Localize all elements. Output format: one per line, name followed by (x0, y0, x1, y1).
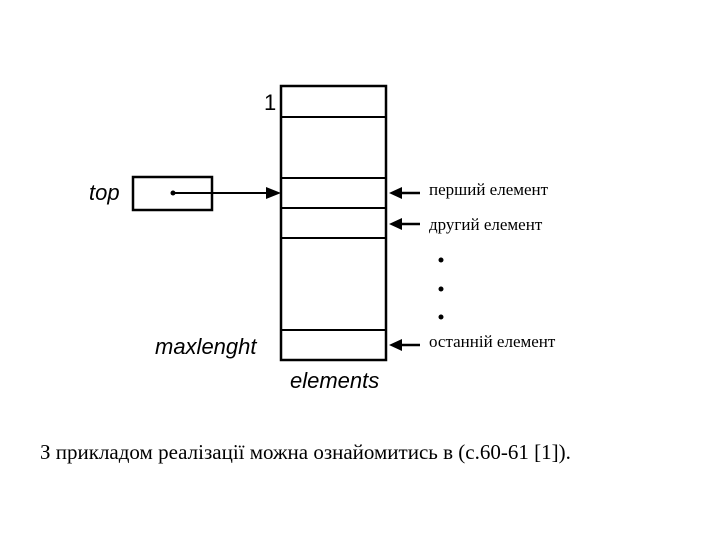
top-label: top (89, 180, 120, 205)
elements-array-box (279, 84, 388, 362)
second-element-arrowhead (389, 218, 402, 230)
first-element-label: перший елемент (429, 180, 549, 199)
top-pointer-arrowhead (266, 187, 281, 199)
elements-label: elements (290, 368, 379, 393)
ellipsis-dot (438, 257, 444, 263)
last-element-label: останній елемент (429, 332, 556, 351)
ellipsis-dot (438, 314, 444, 320)
reference-caption: З прикладом реалізації можна ознайомитис… (40, 440, 571, 464)
first-element-arrowhead (389, 187, 402, 199)
second-element-label: другий елемент (429, 215, 543, 234)
ellipsis-dot (438, 286, 444, 292)
index-first-label: 1 (264, 90, 276, 115)
last-element-arrowhead (389, 339, 402, 351)
maxlength-label: maxlenght (155, 334, 257, 359)
